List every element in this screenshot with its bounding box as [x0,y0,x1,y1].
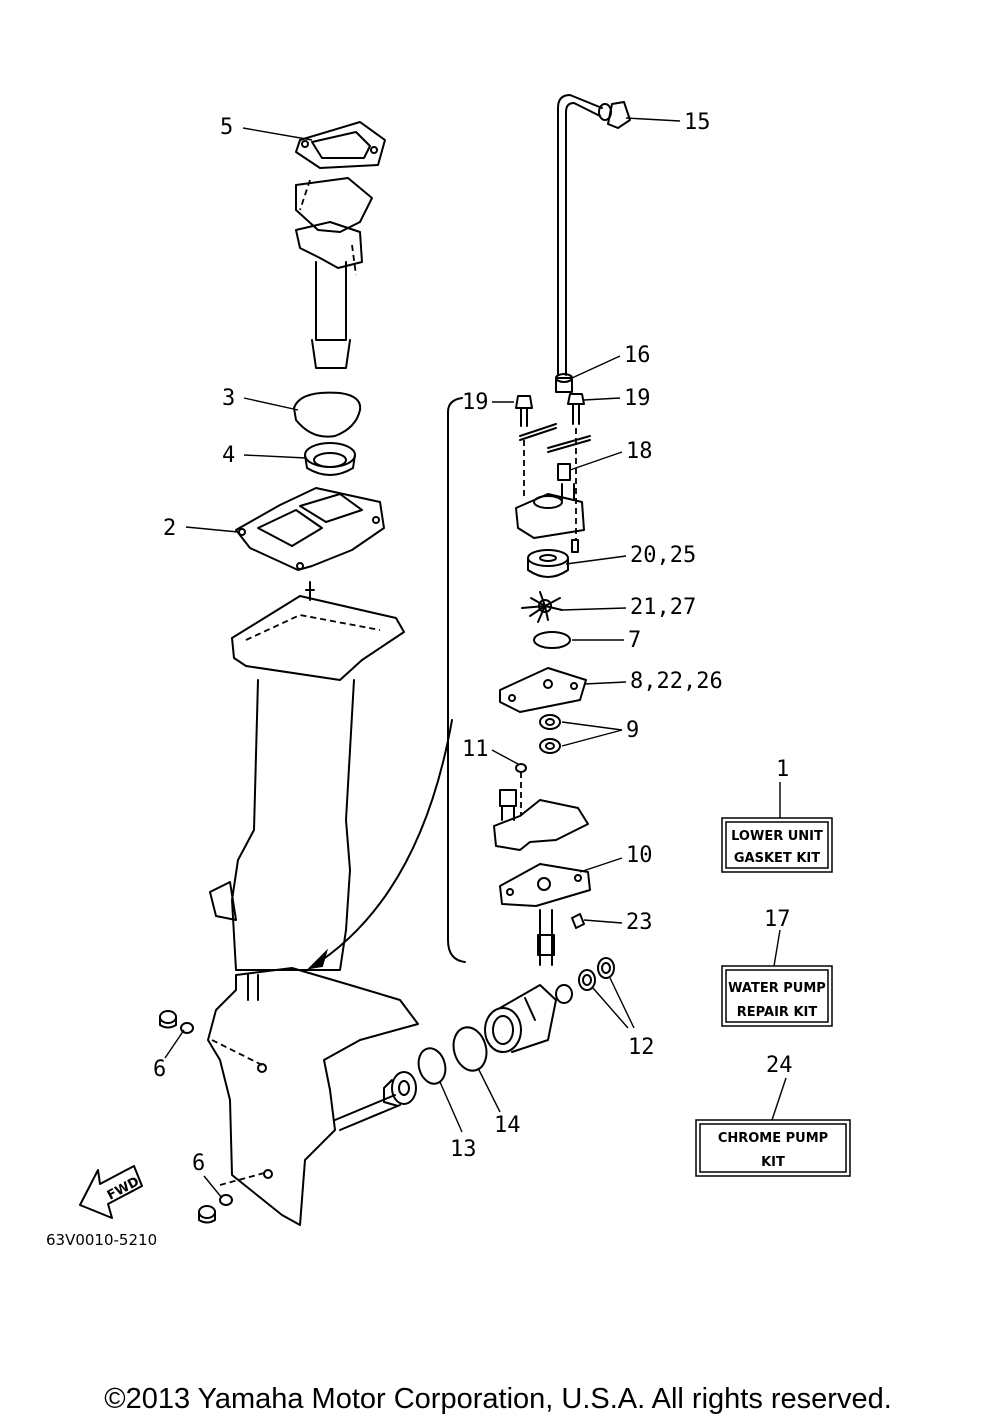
clip-left [519,423,557,441]
part-9-oil-seals [539,714,561,754]
drive-shaft [537,909,555,966]
callout-16: 16 [624,343,651,368]
callout-6-upper: 6 [153,1057,166,1082]
callout-14: 14 [494,1113,521,1138]
callout-9: 9 [626,718,639,743]
callout-7: 7 [628,628,641,653]
part-14-o-ring [452,1026,488,1072]
part-11-o-ring [515,763,527,773]
copyright-notice: ©2013 Yamaha Motor Corporation, U.S.A. A… [104,1383,892,1415]
part-23-key [571,913,585,929]
upper-casing [209,581,405,971]
diagram-code: 63V0010-5210 [46,1231,157,1249]
part-8-22-26-plate [499,667,587,713]
callout-15: 15 [684,110,711,135]
callout-13: 13 [450,1137,477,1162]
kit-lower-unit-line1: LOWER UNIT [731,829,823,844]
part-3-seal [293,391,362,438]
part-4-grommet [304,442,356,476]
callout-4: 4 [222,443,235,468]
callout-21-27: 21,27 [630,595,696,620]
callout-3: 3 [222,386,235,411]
callout-24: 24 [766,1053,793,1078]
part-13-o-ring [417,1047,447,1085]
part-15-water-tube [557,94,631,376]
callout-17: 17 [764,907,791,932]
callout-6-lower: 6 [192,1151,205,1176]
lower-casing [207,967,419,1226]
clip-right [547,435,591,453]
part-16-seal [555,373,573,393]
part-20-25-liner [527,549,569,578]
callout-11: 11 [462,737,489,762]
group-bracket [447,397,466,963]
kit-chrome-pump: CHROME PUMP KIT [695,1119,851,1177]
part-5-gasket [295,121,386,169]
callout-10: 10 [626,843,653,868]
part-18-dowel [557,463,571,481]
kit-water-pump-line1: WATER PUMP [728,981,826,996]
callout-1: 1 [776,757,789,782]
callout-5: 5 [220,115,233,140]
propeller-shaft-housing [484,984,557,1053]
kit-chrome-pump-line1: CHROME PUMP [718,1131,828,1146]
leader-lines [164,117,787,1199]
part-12-bearings [555,957,615,1004]
fwd-arrow-icon: FWD [79,1165,143,1219]
callout-23: 23 [626,910,653,935]
callout-20-25: 20,25 [630,543,696,568]
callout-8-22-26: 8,22,26 [630,669,723,694]
part-7-o-ring [533,631,571,649]
part-19-bolt-right [567,393,585,425]
kit-lower-unit-gasket: LOWER UNIT GASKET KIT [721,817,833,873]
part-21-27-impeller [521,591,563,623]
part-2-gasket [235,487,385,571]
part-10-gasket [499,863,591,907]
part-6-bolt-upper [159,1010,194,1034]
callout-18: 18 [626,439,653,464]
part-6-bolt-lower [198,1194,233,1224]
kit-water-pump-repair: WATER PUMP REPAIR KIT [721,965,833,1027]
callout-2: 2 [163,516,176,541]
pump-housing [515,428,585,553]
callout-19-right: 19 [624,386,651,411]
callout-numbers: 5 3 4 2 6 6 15 16 19 19 18 20,25 21,27 7… [153,110,793,1176]
kit-chrome-pump-line2: KIT [761,1155,785,1170]
assembly-arrow [309,719,453,969]
pump-base [493,772,589,851]
exhaust-guide [295,177,373,369]
callout-19-left: 19 [462,390,489,415]
kit-water-pump-line2: REPAIR KIT [737,1005,818,1020]
callout-12: 12 [628,1035,655,1060]
spacer [383,1071,417,1107]
kit-lower-unit-line2: GASKET KIT [734,851,820,866]
part-19-bolt-left [515,395,533,427]
